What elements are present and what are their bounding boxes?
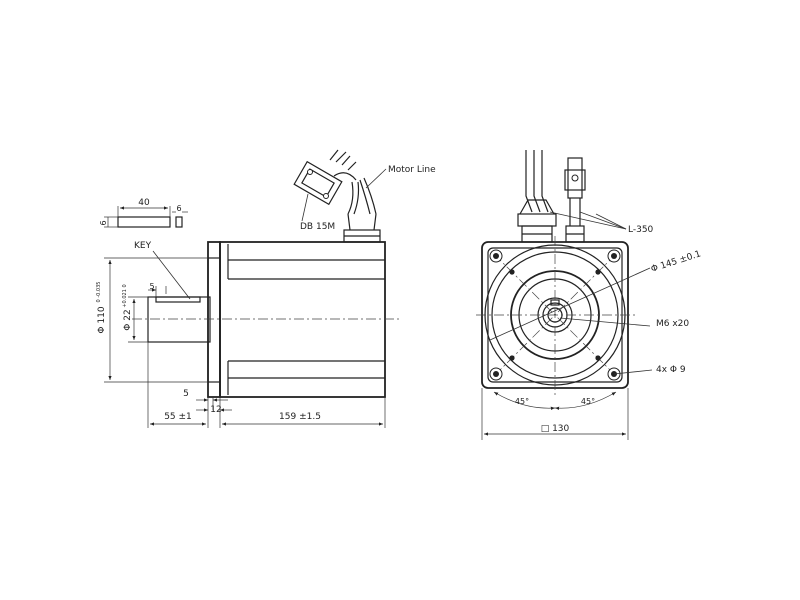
pcd-label: Φ 145 ±0.1 (650, 249, 702, 275)
front-view: L-350 (476, 150, 702, 440)
phi22-tolerance: +0.021 0 (122, 284, 128, 307)
motor-body (219, 241, 386, 398)
shaft (147, 296, 211, 343)
key-length-label: 40 (138, 198, 150, 208)
key-width-label: 6 (176, 204, 181, 213)
flange-thickness-label: 12 (210, 405, 221, 415)
shaft-length-label: 55 ±1 (164, 412, 192, 422)
motor-line-label: Motor Line (388, 165, 436, 175)
phi110-tolerance: 0 -0.035 (96, 282, 102, 303)
hole-count-label: 4x Φ 9 (656, 365, 686, 375)
cable-length-label: L-350 (628, 225, 654, 235)
phi22-label: Φ 22 (123, 309, 133, 330)
db15m-connector (293, 149, 357, 206)
key-detail: 40 6 6 (99, 198, 188, 228)
body-length-label: 159 ±1.5 (279, 412, 321, 422)
shaft-keyway (155, 296, 201, 303)
top-connector-glands (343, 177, 381, 243)
phi110-label: Φ 110 (97, 306, 107, 333)
angle-right-label: 45° (581, 397, 595, 406)
db15m-label: DB 15M (300, 222, 335, 232)
top-cables (517, 150, 586, 243)
key-offset-label: 5 (149, 282, 154, 291)
flange-step-label: 5 (183, 389, 189, 399)
square-size-label: □ 130 (541, 424, 570, 434)
mounting-holes (489, 249, 621, 381)
key-label: KEY (134, 241, 152, 251)
side-view: 40 6 6 KEY 5 (96, 149, 436, 428)
thread-label: M6 x20 (656, 319, 689, 329)
angle-left-label: 45° (515, 397, 529, 406)
key-height-label: 6 (99, 220, 108, 225)
tapped-holes (509, 269, 601, 361)
